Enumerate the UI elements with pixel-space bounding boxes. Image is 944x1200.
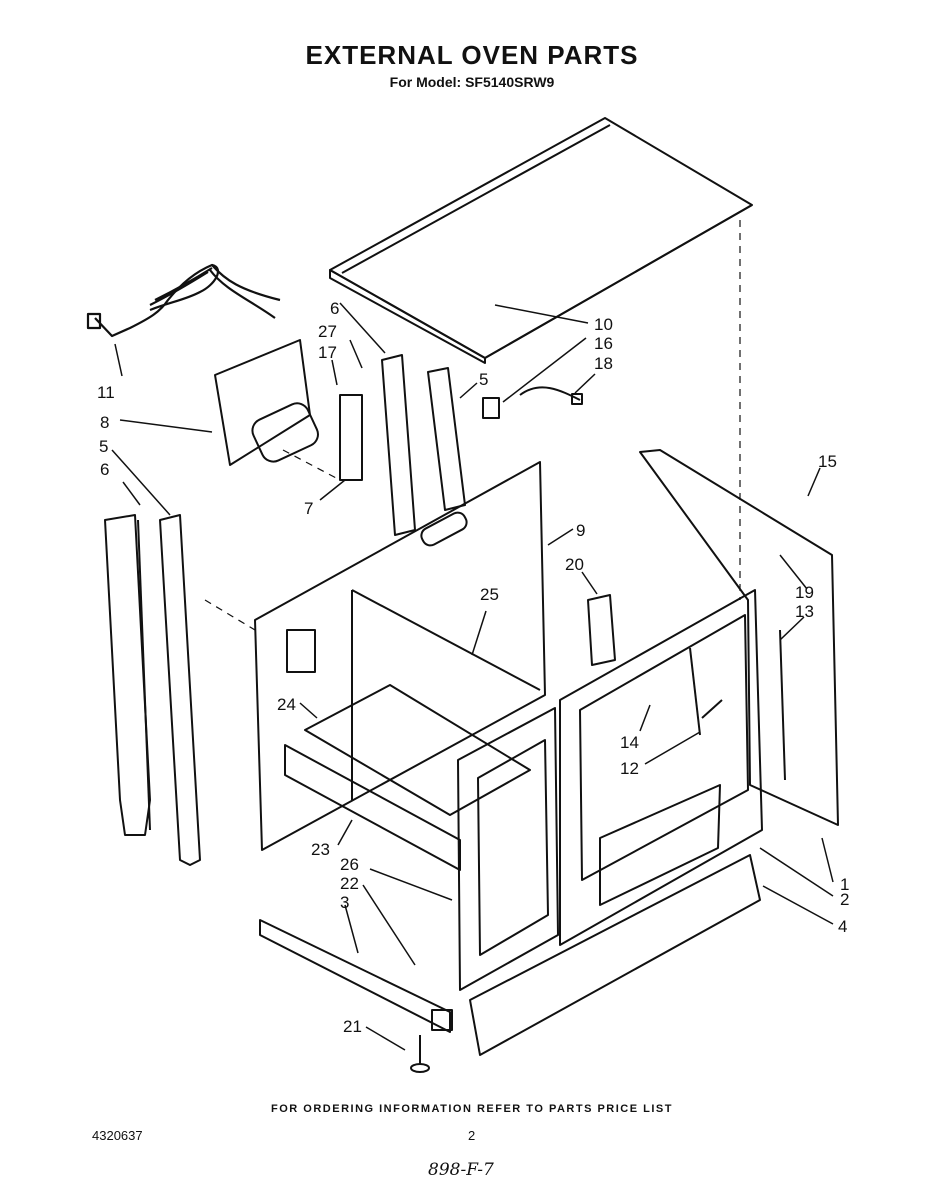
callout-16: 16 [594, 334, 613, 353]
callout-18: 18 [594, 354, 613, 373]
kickplate-drawing [469, 854, 761, 1056]
callout-8: 8 [100, 413, 109, 432]
rear-panel-drawing [639, 449, 839, 826]
left-cabinet-side-drawing [254, 461, 546, 851]
base-rail-drawing [259, 919, 453, 1033]
callout-26: 26 [340, 855, 359, 874]
callout-24: 24 [277, 695, 296, 714]
ordering-note: FOR ORDERING INFORMATION REFER TO PARTS … [271, 1103, 673, 1115]
callout-4: 4 [838, 917, 847, 936]
callout-15: 15 [818, 452, 837, 471]
callout-6-center: 6 [330, 299, 339, 318]
callout-10: 10 [594, 315, 613, 334]
callout-1: 1 [840, 875, 849, 894]
document-number: 4320637 [92, 1128, 143, 1143]
center-rails-drawing [339, 354, 466, 536]
callout-9: 9 [576, 521, 585, 540]
small-parts-drawing [482, 386, 723, 736]
page-title: EXTERNAL OVEN PARTS [305, 40, 639, 70]
handwritten-note: 898-F-7 [428, 1160, 494, 1180]
model-subtitle: For Model: SF5140SRW9 [389, 74, 555, 90]
callout-13: 13 [795, 602, 814, 621]
vent-duct-drawing [214, 339, 319, 466]
alignment-lines [204, 220, 741, 631]
callout-7: 7 [304, 499, 313, 518]
front-frame-drawing [457, 707, 559, 991]
callout-25: 25 [480, 585, 499, 604]
callout-2: 2 [840, 890, 849, 909]
callout-22: 22 [340, 874, 359, 893]
callout-20: 20 [565, 555, 584, 574]
callout-14: 14 [620, 733, 639, 752]
callout-12: 12 [620, 759, 639, 778]
callout-27: 27 [318, 322, 337, 341]
callout-21: 21 [343, 1017, 362, 1036]
callout-5-left: 5 [99, 437, 108, 456]
callout-19: 19 [795, 583, 814, 602]
callout-5-center: 5 [479, 370, 488, 389]
right-cabinet-side-drawing [559, 589, 763, 946]
left-side-rails-drawing [104, 514, 201, 866]
callout-labels: 1 2 4 3 5 5 6 6 7 8 9 10 11 12 13 14 15 … [97, 299, 849, 1036]
page-number: 2 [468, 1128, 476, 1143]
shelf-and-brace-drawing [284, 684, 531, 871]
power-cord-drawing [86, 263, 281, 338]
callout-23: 23 [311, 840, 330, 859]
top-panel-drawing [329, 117, 753, 364]
callout-17: 17 [318, 343, 337, 362]
leveling-leg-drawing [410, 1035, 430, 1073]
callout-6-left: 6 [100, 460, 109, 479]
callout-3: 3 [340, 893, 349, 912]
leader-lines [111, 302, 834, 1051]
callout-11: 11 [97, 383, 115, 402]
